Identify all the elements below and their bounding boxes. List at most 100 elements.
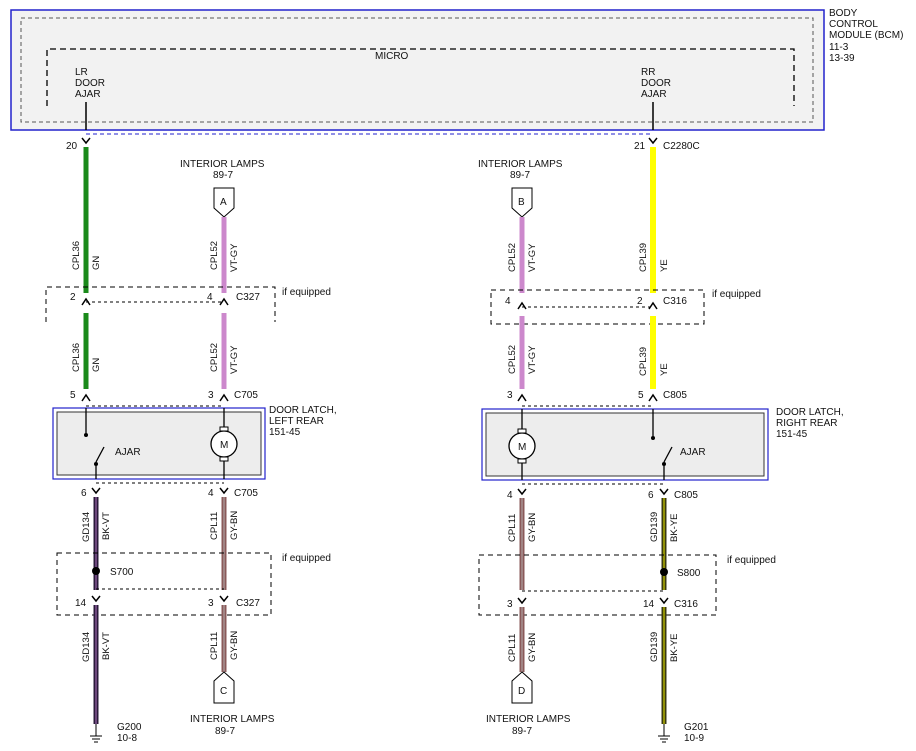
pin-c805-bottom-gy: 4 xyxy=(507,490,513,501)
latch-right-motor-cap-bottom xyxy=(517,458,527,464)
door-latch-left-outline xyxy=(52,407,266,480)
ground-g201-icon xyxy=(658,724,670,743)
c327-bottom-gy-chevron xyxy=(219,595,229,603)
wire-gd134-top-circuit: GD134 xyxy=(81,512,92,542)
connector-c805-top: C805 xyxy=(663,390,687,401)
ground-g200-icon xyxy=(90,724,102,743)
c327-bottom-bk-chevron xyxy=(91,595,101,603)
latch-right-switch-arm xyxy=(663,446,673,463)
pin-c805-top-ye: 5 xyxy=(638,390,644,401)
wire-cpl11-right-bottom-color: GY-BN xyxy=(527,633,538,662)
wire-gd139-bottom-color: BK-YE xyxy=(669,633,680,662)
interior-lamps-d-page: 89-7 xyxy=(512,726,532,737)
wire-gd134-bottom-circuit: GD134 xyxy=(81,632,92,662)
wire-gd139-bottom-circuit: GD139 xyxy=(649,632,660,662)
interior-lamps-d-connector xyxy=(511,671,533,704)
latch-left-motor-cap-top xyxy=(219,426,229,432)
pin-c327-top-gn: 2 xyxy=(70,292,76,303)
bcm-title-line3: MODULE (BCM) xyxy=(829,30,903,41)
wire-gd134-bottom-color: BK-VT xyxy=(101,632,112,660)
splice-s800-label: S800 xyxy=(677,568,701,579)
if-equipped-c327-bottom: if equipped xyxy=(282,553,331,564)
ground-g201-page: 10-9 xyxy=(684,733,704,744)
wire-cpl11-left-bottom-circuit: CPL11 xyxy=(209,632,220,660)
interior-lamps-c-title: INTERIOR LAMPS xyxy=(190,714,275,725)
connector-c2280c: C2280C xyxy=(663,141,700,152)
latch-left-switch-contact-bottom xyxy=(94,462,98,466)
bcm-title-line2: CONTROL xyxy=(829,19,878,30)
pin-c327-top-vt: 4 xyxy=(207,292,213,303)
pin-bcm-rr-chevron xyxy=(648,137,658,145)
ground-g201-name: G201 xyxy=(684,722,709,733)
c316-top-ye-chevron xyxy=(648,301,658,310)
latch-right-motor-label: M xyxy=(518,442,526,453)
door-latch-right-label-2: RIGHT REAR xyxy=(776,418,838,429)
interior-lamps-a-connector xyxy=(213,187,235,218)
latch-right-switch-contact-bottom xyxy=(662,462,666,466)
wire-cpl52-left-top-color: VT-GY xyxy=(229,243,240,272)
door-latch-right-label-3: 151-45 xyxy=(776,429,808,440)
c705-bottom-bk-chevron xyxy=(91,487,101,495)
wire-cpl11-left-top-color: GY-BN xyxy=(229,511,240,540)
pin-c705-bottom-bk: 6 xyxy=(81,488,87,499)
lr-door-ajar-line1: LR xyxy=(75,67,88,78)
wire-gd139-top-color: BK-YE xyxy=(669,513,680,542)
pin-c316-top-vt: 4 xyxy=(505,296,511,307)
wire-cpl39-mid-circuit: CPL39 xyxy=(638,347,649,376)
latch-left-switch-arm xyxy=(95,446,105,463)
bcm-module: MICRO LR DOOR AJAR RR DOOR AJAR BODY CON… xyxy=(10,8,903,131)
bcm-title-line5: 13-39 xyxy=(829,53,855,64)
wire-cpl52-right-mid-circuit: CPL52 xyxy=(507,345,518,374)
pin-c805-top-vt: 3 xyxy=(507,390,513,401)
c327-top-gn-chevron xyxy=(81,297,91,306)
bcm-inner-dashed xyxy=(20,17,814,123)
bcm-title-line1: BODY xyxy=(829,8,858,19)
c805-top-ye-chevron xyxy=(648,393,658,402)
if-equipped-c327-top: if equipped xyxy=(282,287,331,298)
pin-c705-top-vt: 3 xyxy=(208,390,214,401)
interior-lamps-b-title: INTERIOR LAMPS xyxy=(478,159,563,170)
wire-cpl11-left-top-circuit: CPL11 xyxy=(209,512,220,540)
micro-label: MICRO xyxy=(375,51,409,62)
wire-cpl11-right-bottom-circuit: CPL11 xyxy=(507,634,518,662)
door-latch-right-outline xyxy=(481,408,769,481)
pin-c327-bottom-bk: 14 xyxy=(75,598,87,609)
connector-c327-top: C327 xyxy=(236,292,260,303)
latch-right-switch-contact-top xyxy=(651,436,655,440)
c705-bottom-gy-chevron xyxy=(219,487,229,495)
if-equipped-c316-top: if equipped xyxy=(712,289,761,300)
wire-cpl52-right-mid-color: VT-GY xyxy=(527,345,538,374)
wire-cpl52-left-mid-color: VT-GY xyxy=(229,345,240,374)
wire-cpl39-top-color: YE xyxy=(659,259,670,272)
if-equipped-c316-bottom: if equipped xyxy=(727,555,776,566)
c805-bottom-gy-chevron xyxy=(517,488,527,496)
micro-bracket xyxy=(46,48,795,106)
connector-c316-bottom: C316 xyxy=(674,599,698,610)
connector-c705-top: C705 xyxy=(234,390,258,401)
latch-left-motor-label: M xyxy=(220,440,228,451)
door-latch-left-label-2: LEFT REAR xyxy=(269,416,324,427)
c316-top-dashed-box xyxy=(490,289,705,325)
interior-lamps-a-page: 89-7 xyxy=(213,170,233,181)
bcm-outline xyxy=(10,9,825,131)
interior-lamps-b-page: 89-7 xyxy=(510,170,530,181)
latch-right-ajar-label: AJAR xyxy=(680,447,706,458)
pin-c705-bottom-gy: 4 xyxy=(208,488,214,499)
pin-bcm-lr: 20 xyxy=(66,141,78,152)
wire-cpl11-left-bottom-color: GY-BN xyxy=(229,631,240,660)
pin-c327-bottom-gy: 3 xyxy=(208,598,214,609)
wire-cpl52-right-top-circuit: CPL52 xyxy=(507,243,518,272)
wire-cpl36-top-circuit: CPL36 xyxy=(71,241,82,270)
interior-lamps-d-letter: D xyxy=(518,686,525,697)
wire-gd139-top-circuit: GD139 xyxy=(649,512,660,542)
c316-bottom-dashed-box xyxy=(478,554,717,616)
interior-lamps-a-letter: A xyxy=(220,197,227,208)
pin-bcm-rr: 21 xyxy=(634,141,646,152)
interior-lamps-d-title: INTERIOR LAMPS xyxy=(486,714,571,725)
c316-bottom-gy-chevron xyxy=(517,597,527,605)
ground-g200-name: G200 xyxy=(117,722,142,733)
c805-top-vt-chevron xyxy=(517,393,527,402)
wire-cpl11-right-top-circuit: CPL11 xyxy=(507,514,518,542)
c327-top-dashed-box xyxy=(45,286,276,322)
